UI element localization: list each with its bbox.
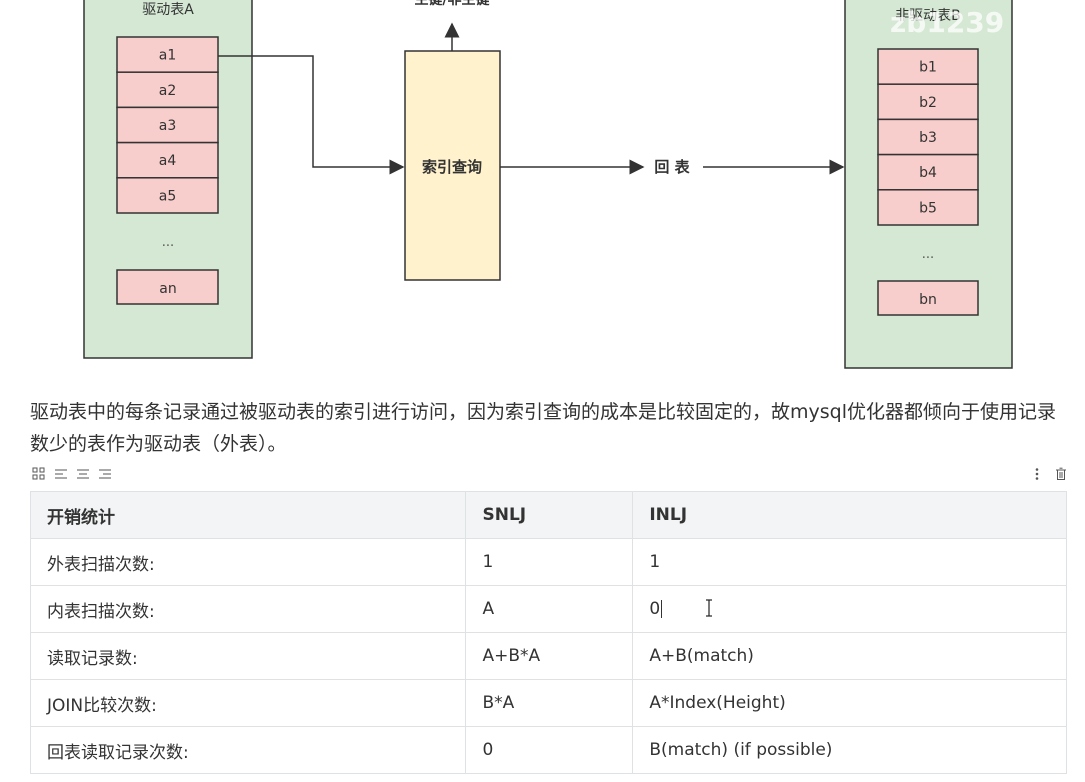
driven-row-label: b2 [919, 95, 937, 111]
flow-diagram: 驱动表A a1 a2 a3 a4 a5 ... an 索引查询 主键/非主键 回 表 非… [83, 0, 1013, 369]
driven-row-label: b1 [919, 60, 937, 76]
driver-row [116, 177, 219, 214]
driver-table-title: 驱动表A [142, 2, 194, 18]
table-row: 回表读取记录次数: 0 B(match) (if possible) [29, 726, 1067, 774]
header-cost[interactable]: 开销统计 [29, 491, 467, 539]
table-cell[interactable]: 读取记录数: [29, 632, 467, 680]
index-top-label: 主键/非主键 [414, 0, 490, 8]
arrow-a1-to-index [218, 55, 405, 175]
table-row: 外表扫描次数: 1 1 [29, 538, 1067, 586]
more-vertical-icon[interactable] [1030, 467, 1044, 481]
grid-icon[interactable] [32, 467, 46, 481]
driven-row-label: b5 [919, 200, 937, 216]
driven-row [877, 83, 979, 121]
table-cell[interactable]: A+B(match) [632, 632, 1067, 680]
header-inlj[interactable]: INLJ [632, 491, 1067, 539]
cost-statistics-table: 开销统计 SNLJ INLJ 外表扫描次数: 1 1 内表扫描次数: A 0 读… [29, 491, 1067, 774]
driver-row [116, 106, 219, 144]
driver-table-ellipsis: ... [162, 235, 174, 250]
table-cell[interactable]: 1 [465, 538, 634, 586]
table-cell[interactable]: 0 [465, 726, 634, 774]
trash-icon[interactable] [1054, 467, 1068, 481]
back-lookup-label: 回 表 [654, 158, 690, 176]
driver-row [116, 141, 219, 179]
driven-row [877, 48, 979, 85]
description-paragraph: 驱动表中的每条记录通过被驱动表的索引进行访问，因为索引查询的成本是比较固定的，故… [30, 401, 1056, 455]
table-cell[interactable]: B*A [465, 679, 634, 727]
table-row: 读取记录数: A+B*A A+B(match) [29, 632, 1067, 680]
driven-row [877, 118, 979, 156]
table-header-row: 开销统计 SNLJ INLJ [29, 491, 1067, 539]
table-cell[interactable]: 内表扫描次数: [29, 585, 467, 633]
align-left-icon[interactable] [54, 467, 68, 481]
table-cell[interactable]: A+B*A [465, 632, 634, 680]
driven-row-last-label: bn [919, 292, 937, 308]
table-cell[interactable]: A [465, 585, 634, 633]
driven-table-title: 非驱动表B [895, 8, 961, 24]
driven-row-last [877, 280, 979, 316]
align-right-icon[interactable] [98, 467, 112, 481]
driven-row [877, 189, 979, 226]
index-query-box [404, 50, 501, 281]
text-cursor [661, 600, 663, 618]
ibeam-cursor-icon [706, 599, 712, 617]
driver-row-last [116, 269, 219, 305]
driver-row-label: a1 [159, 48, 177, 64]
table-cell[interactable]: 外表扫描次数: [29, 538, 467, 586]
driver-row [116, 36, 219, 73]
table-row: 内表扫描次数: A 0 [29, 585, 1067, 633]
driver-row-label: a2 [159, 83, 177, 99]
driven-row [877, 153, 979, 191]
cell-text[interactable]: 0 [649, 599, 661, 619]
watermark: zb1239 [890, 6, 1004, 39]
table-row: JOIN比较次数: B*A A*Index(Height) [29, 679, 1067, 727]
table-toolbar [32, 467, 1072, 485]
driver-row-last-label: an [159, 281, 176, 297]
driver-row-label: a4 [159, 153, 177, 169]
driver-row-label: a5 [159, 188, 177, 204]
driven-table-ellipsis: ... [922, 247, 934, 262]
table-cell[interactable]: 1 [632, 538, 1067, 586]
index-query-label: 索引查询 [422, 158, 482, 176]
table-cell[interactable]: 回表读取记录次数: [29, 726, 467, 774]
table-cell-editing[interactable]: 0 [632, 585, 1067, 633]
header-snlj[interactable]: SNLJ [465, 491, 634, 539]
driven-row-label: b4 [919, 165, 937, 181]
driver-row-label: a3 [159, 118, 177, 134]
align-center-icon[interactable] [76, 467, 90, 481]
table-cell[interactable]: B(match) (if possible) [632, 726, 1067, 774]
table-cell[interactable]: JOIN比较次数: [29, 679, 467, 727]
table-cell[interactable]: A*Index(Height) [632, 679, 1067, 727]
driven-row-label: b3 [919, 130, 937, 146]
